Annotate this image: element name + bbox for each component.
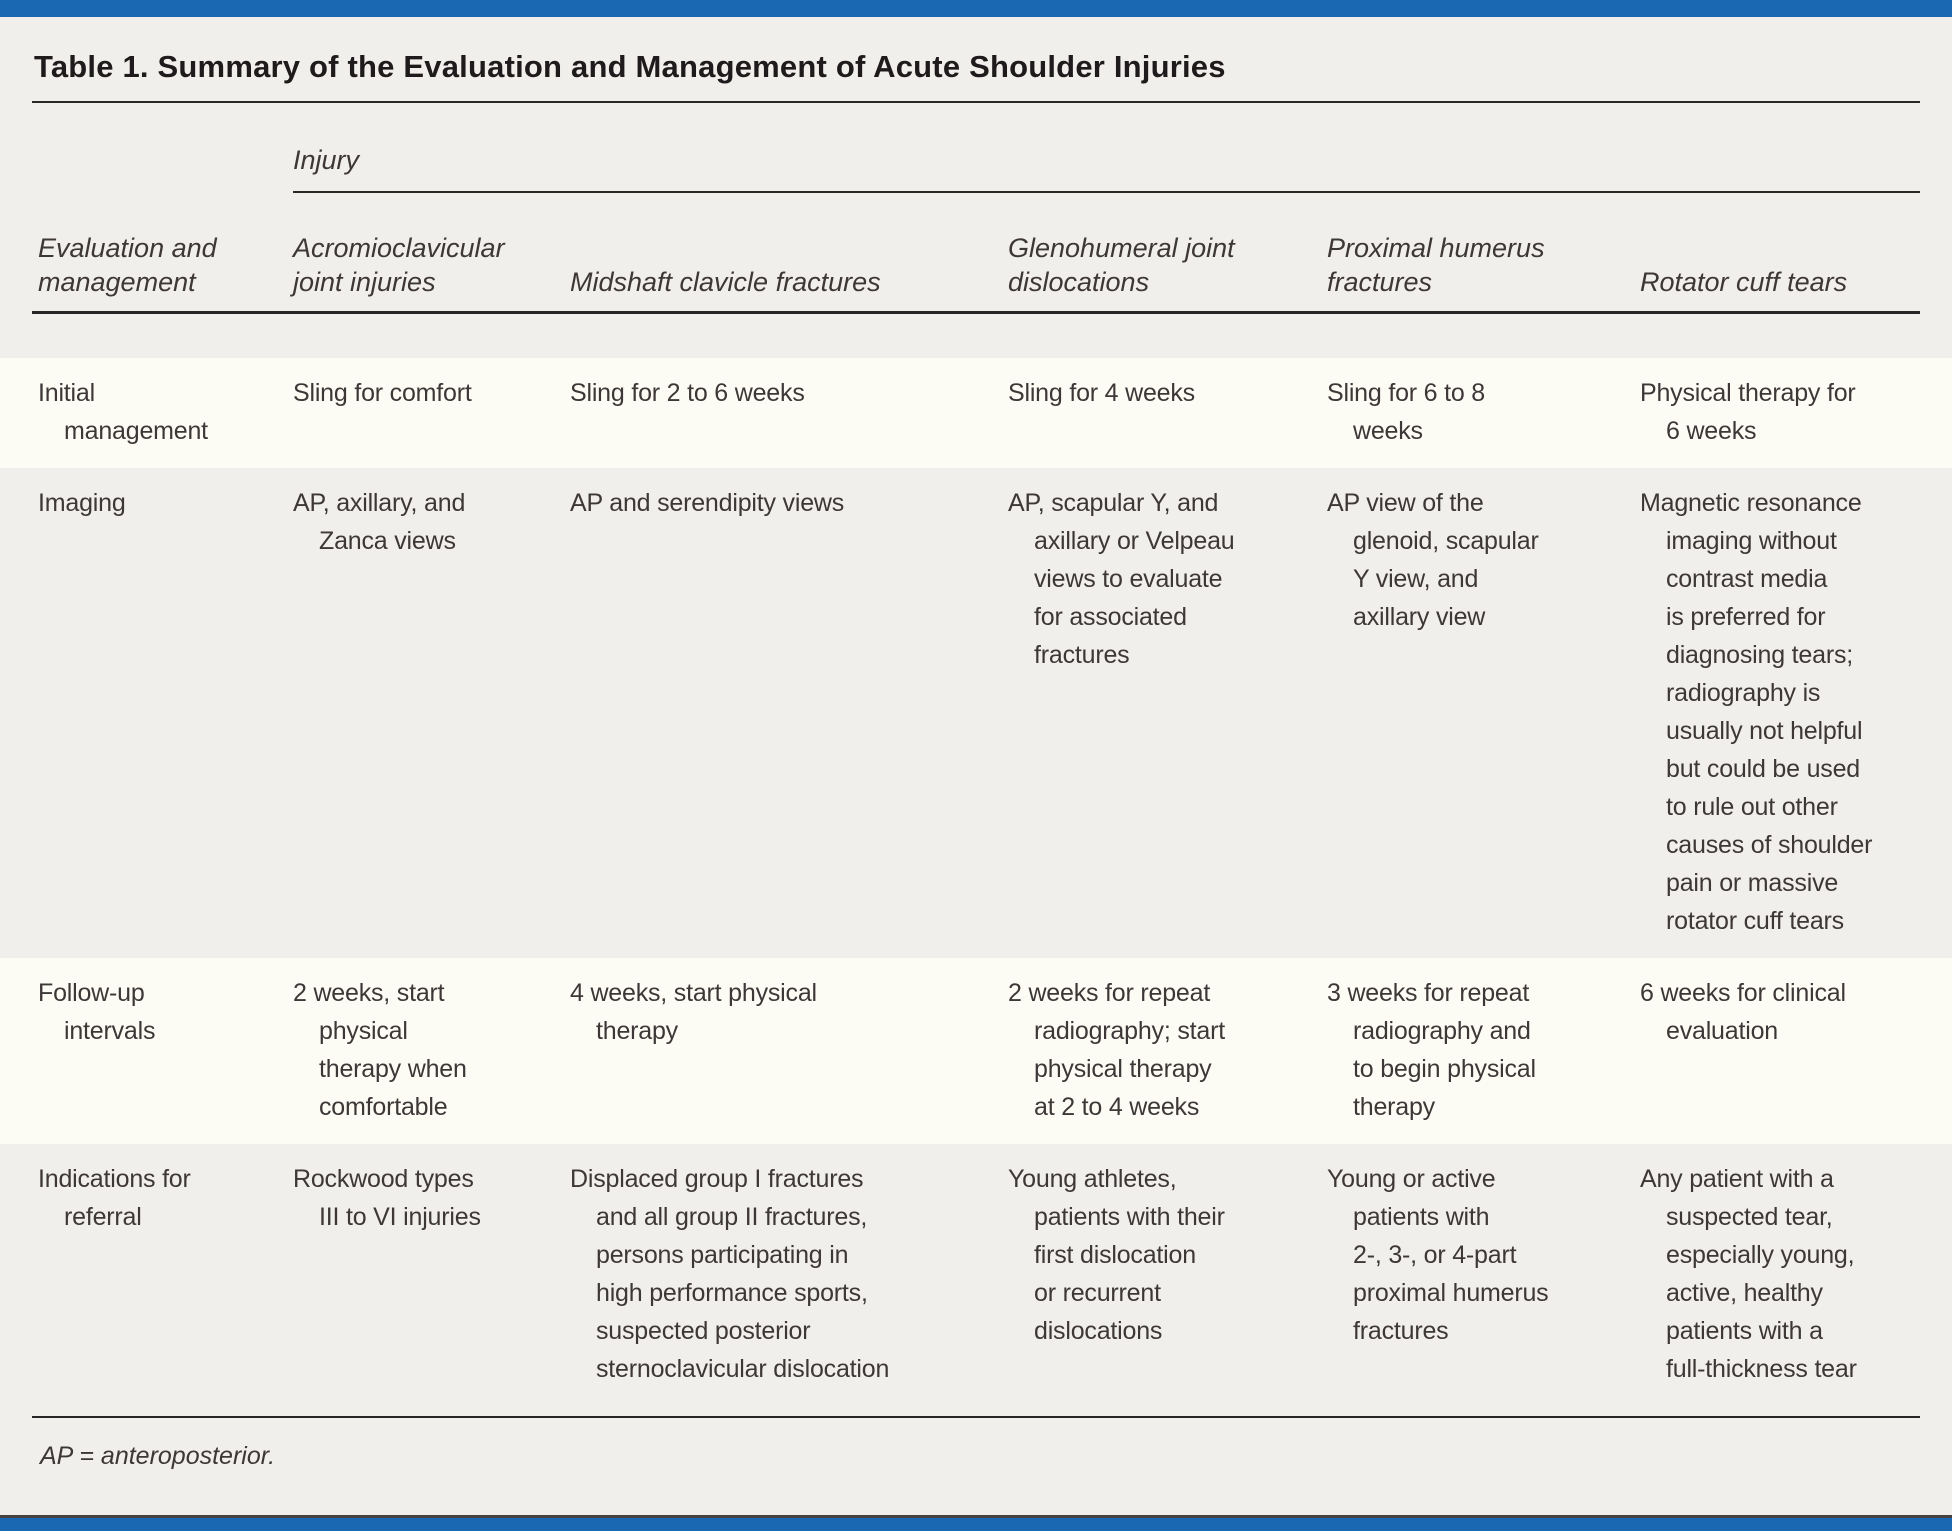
- column-header-rotator-cuff: Rotator cuff tears: [1640, 267, 1848, 297]
- table-row-follow-up-intervals: Follow-up intervals 2 weeks, start physi…: [0, 958, 1952, 1144]
- top-accent-bar: [0, 0, 1952, 17]
- row-label: Initial management: [38, 379, 208, 445]
- header-gap: [0, 314, 1952, 358]
- column-header-proximal-humerus: Proximal humerus fractures: [1327, 233, 1545, 297]
- spanner-corner-spacer: [32, 143, 293, 193]
- injury-group-header: Injury: [293, 143, 1920, 193]
- column-header-midshaft-clavicle: Midshaft clavicle fractures: [570, 267, 881, 297]
- table-cell: Rockwood types III to VI injuries: [293, 1165, 481, 1231]
- bottom-accent-bar: [0, 1515, 1952, 1531]
- table-cell: 6 weeks for clinical evaluation: [1640, 979, 1846, 1045]
- table-cell: AP and serendipity views: [570, 489, 845, 517]
- table-row-indications-for-referral: Indications for referral Rockwood types …: [0, 1144, 1952, 1406]
- table-cell: Physical therapy for 6 weeks: [1640, 379, 1856, 445]
- column-header-glenohumeral: Glenohumeral joint dislocations: [1008, 233, 1235, 297]
- table-cell: 2 weeks, start physical therapy when com…: [293, 979, 467, 1121]
- table-cell: Any patient with a suspected tear, espec…: [1640, 1165, 1857, 1383]
- column-header-acromioclavicular: Acromioclavicular joint injuries: [293, 233, 505, 297]
- injury-spanner-row: Injury: [0, 143, 1952, 193]
- row-label: Imaging: [38, 489, 126, 517]
- table-cell: AP view of the glenoid, scapular Y view,…: [1327, 489, 1539, 631]
- injury-group-label: Injury: [293, 145, 360, 175]
- table-cell: 4 weeks, start physical therapy: [570, 979, 817, 1045]
- table-cell: Young athletes, patients with their firs…: [1008, 1165, 1225, 1345]
- table-cell: Displaced group I fractures and all grou…: [570, 1165, 890, 1383]
- table-row-initial-management: Initial management Sling for comfort Sli…: [0, 358, 1952, 468]
- footer-rule: [32, 1416, 1920, 1418]
- header-rule: [32, 311, 1920, 314]
- row-label: Indications for referral: [38, 1165, 191, 1231]
- row-label: Follow-up intervals: [38, 979, 156, 1045]
- table-cell: Sling for 4 weeks: [1008, 379, 1195, 407]
- table-title: Table 1. Summary of the Evaluation and M…: [34, 49, 1226, 84]
- table-cell: Sling for 2 to 6 weeks: [570, 379, 805, 407]
- corner-header: Evaluation and management: [38, 233, 217, 297]
- column-header-row: Evaluation and management Acromioclavicu…: [0, 193, 1952, 311]
- table-cell: Magnetic resonance imaging without contr…: [1640, 489, 1873, 935]
- title-rule: [32, 101, 1920, 103]
- table-row-imaging: Imaging AP, axillary, and Zanca views AP…: [0, 468, 1952, 958]
- table-cell: 2 weeks for repeat radiography; start ph…: [1008, 979, 1225, 1121]
- table-cell: 3 weeks for repeat radiography and to be…: [1327, 979, 1536, 1121]
- table-cell: Young or active patients with 2-, 3-, or…: [1327, 1165, 1549, 1345]
- table-cell: Sling for comfort: [293, 379, 472, 407]
- table-cell: Sling for 6 to 8 weeks: [1327, 379, 1486, 445]
- table-cell: AP, axillary, and Zanca views: [293, 489, 466, 555]
- abbreviation-footnote: AP = anteroposterior.: [40, 1442, 276, 1470]
- table-cell: AP, scapular Y, and axillary or Velpeau …: [1008, 489, 1235, 669]
